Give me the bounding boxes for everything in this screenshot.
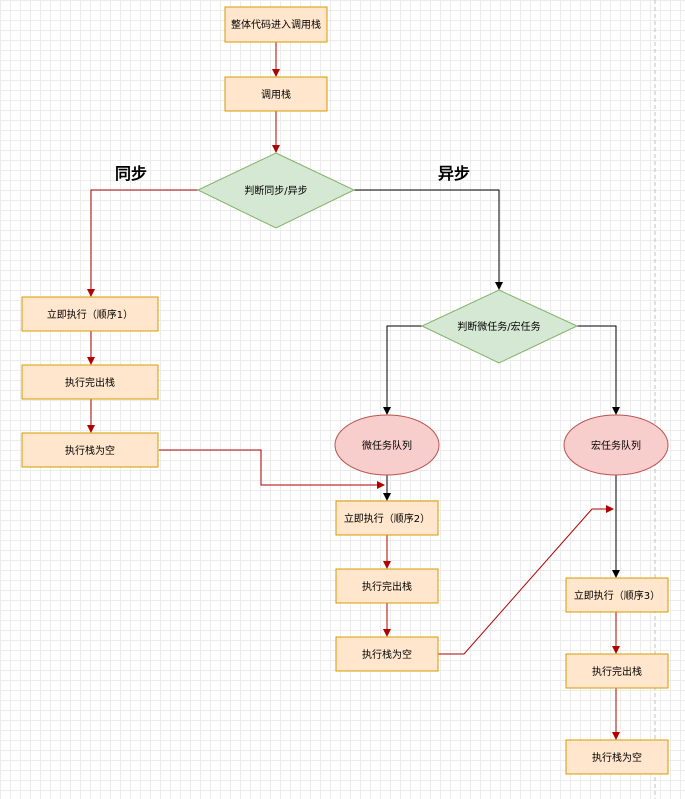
sync-empty-node[interactable]: 执行栈为空 <box>21 432 159 468</box>
edge-empty1-to-micro <box>159 449 385 489</box>
micro-empty-node-label: 执行栈为空 <box>362 648 412 661</box>
microtask-queue-label: 微任务队列 <box>362 439 412 452</box>
sync-async-decision[interactable]: 判断同步/异步 <box>196 152 356 229</box>
micro-empty-node[interactable]: 执行栈为空 <box>335 636 439 672</box>
sync-exec-node[interactable]: 立即执行（顺序1） <box>21 296 159 332</box>
macro-done-node[interactable]: 执行完出栈 <box>565 653 669 689</box>
sync-exec-node-label: 立即执行（顺序1） <box>47 308 133 321</box>
task-type-decision[interactable]: 判断微任务/宏任务 <box>420 289 579 364</box>
sync-empty-node-label: 执行栈为空 <box>65 444 115 457</box>
call-stack-node-label: 调用栈 <box>261 88 291 101</box>
task-type-decision-label: 判断微任务/宏任务 <box>457 320 540 333</box>
start-node[interactable]: 整体代码进入调用栈 <box>224 6 328 43</box>
sync-done-node[interactable]: 执行完出栈 <box>21 364 159 400</box>
async-branch-label: 异步 <box>438 164 470 183</box>
micro-exec-node-label: 立即执行（顺序2） <box>344 512 430 525</box>
edge-decision-to-micro <box>383 325 422 415</box>
microtask-queue-node[interactable]: 微任务队列 <box>334 414 440 476</box>
sync-done-node-label: 执行完出栈 <box>65 376 115 389</box>
macrotask-queue-label: 宏任务队列 <box>591 439 641 452</box>
sync-async-decision-label: 判断同步/异步 <box>244 184 307 197</box>
macro-empty-node[interactable]: 执行栈为空 <box>565 739 669 775</box>
edges <box>87 42 620 740</box>
edge-decision-to-macro <box>577 325 620 415</box>
edge-sync-branch <box>87 189 198 297</box>
macro-empty-node-label: 执行栈为空 <box>592 751 642 764</box>
micro-done-node[interactable]: 执行完出栈 <box>335 568 439 604</box>
call-stack-node[interactable]: 调用栈 <box>224 76 328 112</box>
macro-exec-node[interactable]: 立即执行（顺序3） <box>565 577 669 613</box>
edge-async-branch <box>354 189 503 290</box>
start-node-label: 整体代码进入调用栈 <box>231 18 321 31</box>
micro-exec-node[interactable]: 立即执行（顺序2） <box>335 500 439 536</box>
sync-branch-label: 同步 <box>115 164 147 183</box>
micro-done-node-label: 执行完出栈 <box>362 580 412 593</box>
macro-done-node-label: 执行完出栈 <box>592 665 642 678</box>
macrotask-queue-node[interactable]: 宏任务队列 <box>563 414 669 476</box>
macro-exec-node-label: 立即执行（顺序3） <box>574 589 660 602</box>
edge-empty2-to-macro <box>438 505 614 655</box>
